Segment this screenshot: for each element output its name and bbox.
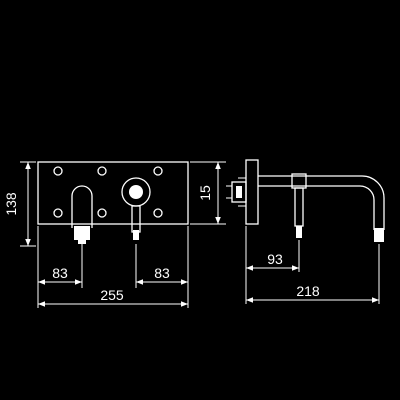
dim-label-front-right-offset: 83 [154, 265, 170, 281]
handle-cap [129, 185, 143, 199]
front-view [37, 161, 189, 244]
mounting-hole-bottom-right [153, 208, 163, 218]
mounting-hole-bottom-left [53, 208, 63, 218]
dim-label-side-spout-reach: 218 [296, 283, 320, 299]
side-handle-tip [296, 226, 302, 238]
dim-label-front-left-offset: 83 [52, 265, 68, 281]
mounting-hole-top-right [153, 166, 163, 176]
dim-label-front-total-width: 255 [100, 287, 124, 303]
dim-side-spout-offset: 93 [245, 226, 300, 304]
dim-label-front-height: 138 [3, 192, 19, 216]
dim-side-spout-reach: 218 [246, 244, 380, 304]
side-view [226, 159, 385, 242]
valve-cap [236, 186, 242, 198]
mounting-hole-bottom-mid [97, 208, 107, 218]
dim-front-height: 138 [3, 161, 36, 247]
dim-label-front-side-height: 15 [197, 185, 213, 201]
spout-outlet [71, 185, 93, 228]
handle-lever-tip [133, 230, 139, 240]
mounting-hole-top-left [53, 166, 63, 176]
dim-front-side-height: 15 [190, 161, 226, 225]
side-spout-tip [374, 228, 384, 242]
wall-plate [245, 159, 259, 225]
valve-body [231, 181, 247, 203]
dim-front-left-offset: 83 [37, 226, 83, 308]
handle-lever [131, 205, 141, 233]
mounting-hole-top-mid [97, 166, 107, 176]
mounting-plate [37, 161, 189, 225]
dim-front-right-offset: 83 [135, 226, 189, 308]
side-handle-rod [294, 187, 304, 227]
spout-tip-inner [78, 230, 86, 244]
dim-front-total-width: 255 [38, 287, 188, 307]
dim-label-side-spout-offset: 93 [267, 251, 283, 267]
spout-arm [258, 175, 385, 230]
spout-arm-inner [258, 185, 375, 230]
